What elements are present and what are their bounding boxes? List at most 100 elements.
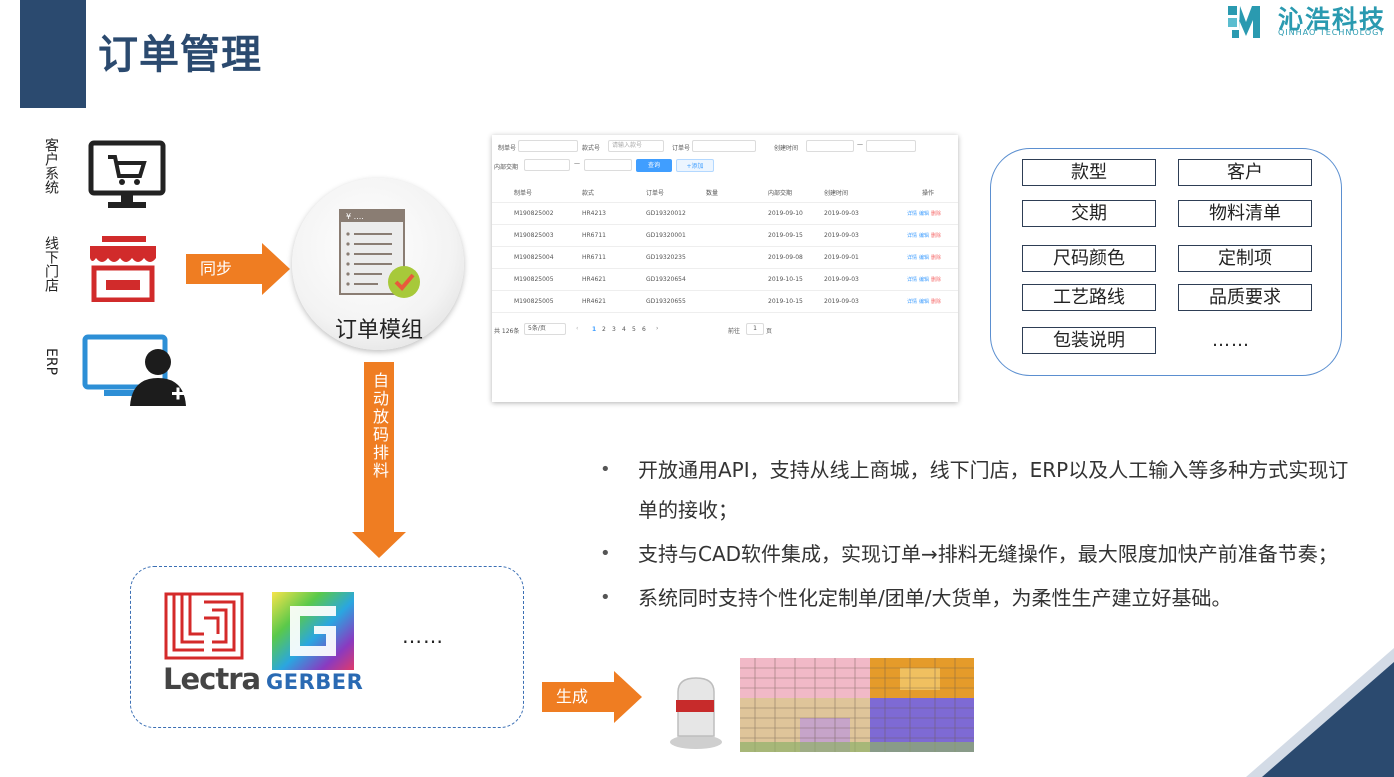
attr-delivery: 交期 bbox=[1022, 200, 1156, 227]
pagination-total: 共 126条 bbox=[494, 328, 520, 335]
goto-page-input[interactable]: 1 bbox=[746, 323, 764, 335]
generate-label: 生成 bbox=[542, 682, 614, 712]
order-attributes-box bbox=[990, 148, 1342, 376]
row-actions: 详情编辑删除 bbox=[907, 254, 943, 261]
lectra-logo-icon bbox=[164, 592, 244, 660]
table-cell: GD19320012 bbox=[646, 210, 686, 217]
table-cell: HR4213 bbox=[582, 210, 606, 217]
add-button[interactable]: +添加 bbox=[676, 159, 714, 172]
page-number[interactable]: 2 bbox=[602, 326, 606, 333]
attr-bom: 物料清单 bbox=[1178, 200, 1312, 227]
marker-layout-image bbox=[740, 658, 974, 752]
table-cell: GD19320655 bbox=[646, 298, 686, 305]
style-no-input[interactable] bbox=[518, 140, 578, 152]
table-row: M190825004 HR6711 GD19320235 2019-09-08 … bbox=[492, 247, 958, 269]
page-size-select[interactable]: 5条/页 bbox=[524, 323, 566, 335]
edit-link[interactable]: 编辑 bbox=[919, 255, 930, 261]
delete-link[interactable]: 删除 bbox=[931, 299, 942, 305]
column-header: 制单号 bbox=[514, 190, 533, 197]
feature-bullet-text: 系统同时支持个性化定制单/团单/大货单，为柔性生产建立好基础。 bbox=[638, 586, 1232, 610]
internal-from-input[interactable] bbox=[524, 159, 570, 171]
gerber-logo-icon bbox=[272, 592, 354, 670]
shopping-cart-monitor-icon bbox=[88, 140, 166, 208]
row-actions: 详情编辑删除 bbox=[907, 232, 943, 239]
table-cell: 2019-09-10 bbox=[768, 210, 803, 217]
order-no-input[interactable] bbox=[692, 140, 756, 152]
edit-link[interactable]: 编辑 bbox=[919, 211, 930, 217]
edit-link[interactable]: 编辑 bbox=[919, 299, 930, 305]
cad-more-ellipsis: …… bbox=[402, 624, 444, 648]
detail-link[interactable]: 详情 bbox=[907, 211, 918, 217]
attr-more-ellipsis: …… bbox=[1212, 330, 1250, 351]
feature-bullet: • 系统同时支持个性化定制单/团单/大货单，为柔性生产建立好基础。 bbox=[600, 578, 1360, 618]
source-label-store: 线下门店 bbox=[43, 236, 59, 292]
table-row: M190825003 HR6711 GD19320001 2019-09-15 … bbox=[492, 225, 958, 247]
brand-mark-icon bbox=[1228, 6, 1260, 38]
feature-bullet-text: 开放通用API，支持从线上商城，线下门店，ERP以及人工输入等多种方式实现订单的… bbox=[638, 458, 1349, 522]
page-number[interactable]: 4 bbox=[622, 326, 626, 333]
delete-link[interactable]: 删除 bbox=[931, 211, 942, 217]
prev-page-icon[interactable]: ‹ bbox=[576, 325, 579, 332]
detail-link[interactable]: 详情 bbox=[907, 255, 918, 261]
table-row: M190825005 HR4621 GD19320654 2019-10-15 … bbox=[492, 269, 958, 291]
attr-process-route: 工艺路线 bbox=[1022, 284, 1156, 311]
edit-link[interactable]: 编辑 bbox=[919, 233, 930, 239]
title-accent-bar bbox=[20, 0, 86, 108]
brand-logo: 沁浩科技 QINHAO TECHNOLOGY bbox=[1226, 0, 1386, 44]
goto-suffix: 页 bbox=[766, 328, 773, 335]
created-from-input[interactable] bbox=[806, 140, 854, 152]
filter-label-style-no: 制单号 bbox=[498, 145, 517, 152]
query-button[interactable]: 查询 bbox=[636, 159, 672, 172]
column-header: 订单号 bbox=[646, 190, 665, 197]
table-cell: M190825005 bbox=[514, 276, 554, 283]
page-number[interactable]: 6 bbox=[642, 326, 646, 333]
range-separator-2: — bbox=[574, 160, 580, 167]
source-label-customer: 客户系统 bbox=[43, 138, 59, 194]
table-cell: GD19320001 bbox=[646, 232, 686, 239]
created-to-input[interactable] bbox=[866, 140, 916, 152]
attr-packaging: 包装说明 bbox=[1022, 327, 1156, 354]
table-cell: M190825002 bbox=[514, 210, 554, 217]
auto-grading-arrow bbox=[364, 362, 394, 534]
feature-bullet-list: • 开放通用API，支持从线上商城，线下门店，ERP以及人工输入等多种方式实现订… bbox=[600, 450, 1360, 622]
table-cell: 2019-10-15 bbox=[768, 276, 803, 283]
model-no-input[interactable]: 请输入款号 bbox=[608, 140, 664, 152]
gerber-wordmark: GERBER bbox=[266, 670, 364, 694]
marker-file-icon bbox=[670, 677, 722, 749]
table-row: M190825002 HR4213 GD19320012 2019-09-10 … bbox=[492, 203, 958, 225]
delete-link[interactable]: 删除 bbox=[931, 233, 942, 239]
filter-label-order: 订单号 bbox=[672, 145, 691, 152]
delete-link[interactable]: 删除 bbox=[931, 255, 942, 261]
table-cell: HR4621 bbox=[582, 276, 606, 283]
feature-bullet-text: 支持与CAD软件集成，实现订单→排料无缝操作，最大限度加快产前准备节奏； bbox=[638, 542, 1338, 566]
table-cell: 2019-09-08 bbox=[768, 254, 803, 261]
table-cell: 2019-10-15 bbox=[768, 298, 803, 305]
column-header: 款式 bbox=[582, 190, 595, 197]
next-page-icon[interactable]: › bbox=[656, 325, 659, 332]
detail-link[interactable]: 详情 bbox=[907, 299, 918, 305]
column-header: 操作 bbox=[922, 190, 935, 197]
cad-integration-box bbox=[130, 566, 524, 728]
internal-to-input[interactable] bbox=[584, 159, 632, 171]
table-cell: 2019-09-03 bbox=[824, 210, 859, 217]
generate-arrow: 生成 bbox=[542, 671, 642, 723]
filter-label-internal: 内部交期 bbox=[494, 164, 519, 171]
detail-link[interactable]: 详情 bbox=[907, 277, 918, 283]
attr-customer: 客户 bbox=[1178, 159, 1312, 186]
page-number-active[interactable]: 1 bbox=[592, 326, 597, 333]
page-number[interactable]: 3 bbox=[612, 326, 616, 333]
attr-size-color: 尺码颜色 bbox=[1022, 245, 1156, 272]
bullet-dot-icon: • bbox=[600, 543, 611, 564]
table-header: 制单号 款式 订单号 数量 内部交期 创建时间 操作 bbox=[492, 181, 958, 203]
page-number[interactable]: 5 bbox=[632, 326, 636, 333]
table-cell: HR6711 bbox=[582, 232, 606, 239]
feature-bullet: • 支持与CAD软件集成，实现订单→排料无缝操作，最大限度加快产前准备节奏； bbox=[600, 534, 1360, 574]
row-actions: 详情编辑删除 bbox=[907, 298, 943, 305]
column-header: 内部交期 bbox=[768, 190, 793, 197]
table-cell: 2019-09-01 bbox=[824, 254, 859, 261]
delete-link[interactable]: 删除 bbox=[931, 277, 942, 283]
column-header: 创建时间 bbox=[824, 190, 849, 197]
detail-link[interactable]: 详情 bbox=[907, 233, 918, 239]
edit-link[interactable]: 编辑 bbox=[919, 277, 930, 283]
table-cell: HR4621 bbox=[582, 298, 606, 305]
